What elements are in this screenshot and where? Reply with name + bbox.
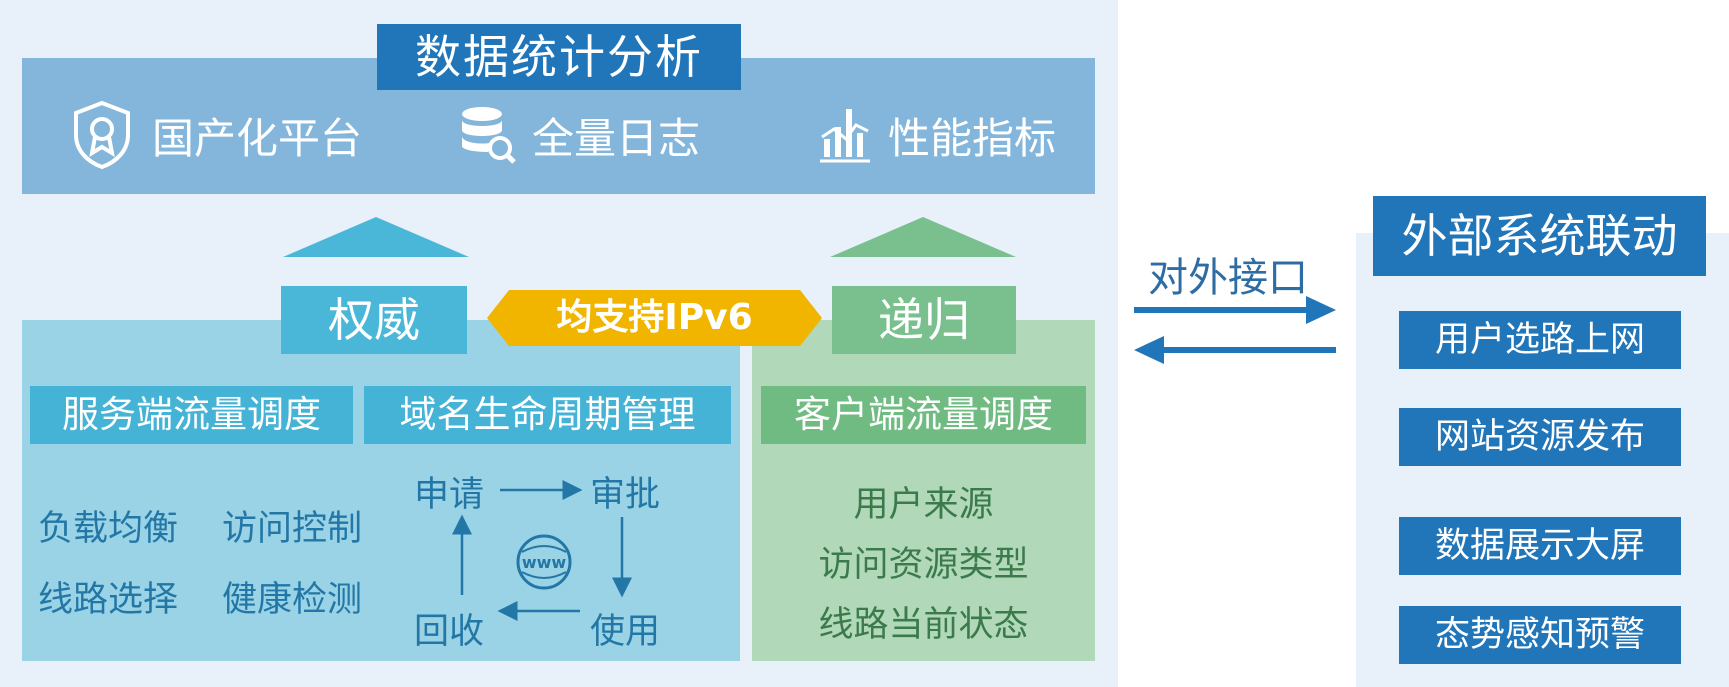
ipv6-banner: 均支持IPv6	[487, 290, 822, 346]
external-item: 数据展示大屏	[1399, 517, 1681, 575]
client-traffic-item: 线路当前状态	[818, 605, 1029, 645]
server-traffic-item: 线路选择	[38, 580, 179, 620]
interface-label: 对外接口	[1148, 255, 1308, 301]
client-traffic-list: 用户来源 访问资源类型 线路当前状态	[752, 475, 1095, 655]
analysis-title: 数据统计分析	[377, 24, 741, 90]
external-item: 用户选路上网	[1399, 311, 1681, 369]
lifecycle-title: 域名生命周期管理	[364, 386, 731, 444]
recur-up-triangle	[830, 217, 1016, 257]
server-traffic-item: 负载均衡	[38, 509, 179, 549]
globe-www-icon: www	[516, 534, 572, 590]
bidirectional-arrows	[1134, 296, 1336, 364]
feature-full-logs: 全量日志	[458, 100, 700, 170]
feature-domestic-platform: 国产化平台	[68, 100, 362, 170]
client-traffic-item: 访问资源类型	[818, 545, 1029, 585]
auth-up-triangle	[283, 217, 469, 257]
lifecycle-step-approve: 审批	[590, 475, 661, 515]
lifecycle-step-reclaim: 回收	[414, 612, 485, 652]
lifecycle-step-apply: 申请	[414, 475, 485, 515]
feature-label: 性能指标	[888, 113, 1057, 163]
arrow-out-head	[1306, 296, 1336, 324]
lifecycle-arrows	[452, 480, 632, 621]
external-item: 态势感知预警	[1399, 606, 1681, 664]
recursive-panel	[752, 320, 1095, 661]
server-traffic-item: 健康检测	[222, 580, 363, 620]
feature-performance: 性能指标	[818, 100, 1056, 170]
authoritative-tag: 权威	[281, 286, 467, 354]
feature-label: 国产化平台	[152, 113, 363, 163]
external-item: 网站资源发布	[1399, 408, 1681, 466]
bar-chart-icon	[820, 109, 870, 163]
client-traffic-title: 客户端流量调度	[761, 386, 1086, 444]
lifecycle-step-use: 使用	[590, 612, 661, 652]
database-search-icon	[462, 107, 516, 164]
globe-www-text: www	[522, 553, 567, 572]
feature-label: 全量日志	[532, 113, 701, 163]
server-traffic-title: 服务端流量调度	[30, 386, 353, 444]
authoritative-panel	[22, 320, 740, 661]
recursive-tag: 递归	[832, 286, 1016, 354]
external-systems-title: 外部系统联动	[1373, 196, 1706, 276]
server-traffic-item: 访问控制	[222, 509, 363, 549]
client-traffic-item: 用户来源	[853, 485, 994, 525]
arrow-in-head	[1134, 336, 1164, 364]
shield-badge-icon	[74, 100, 130, 170]
